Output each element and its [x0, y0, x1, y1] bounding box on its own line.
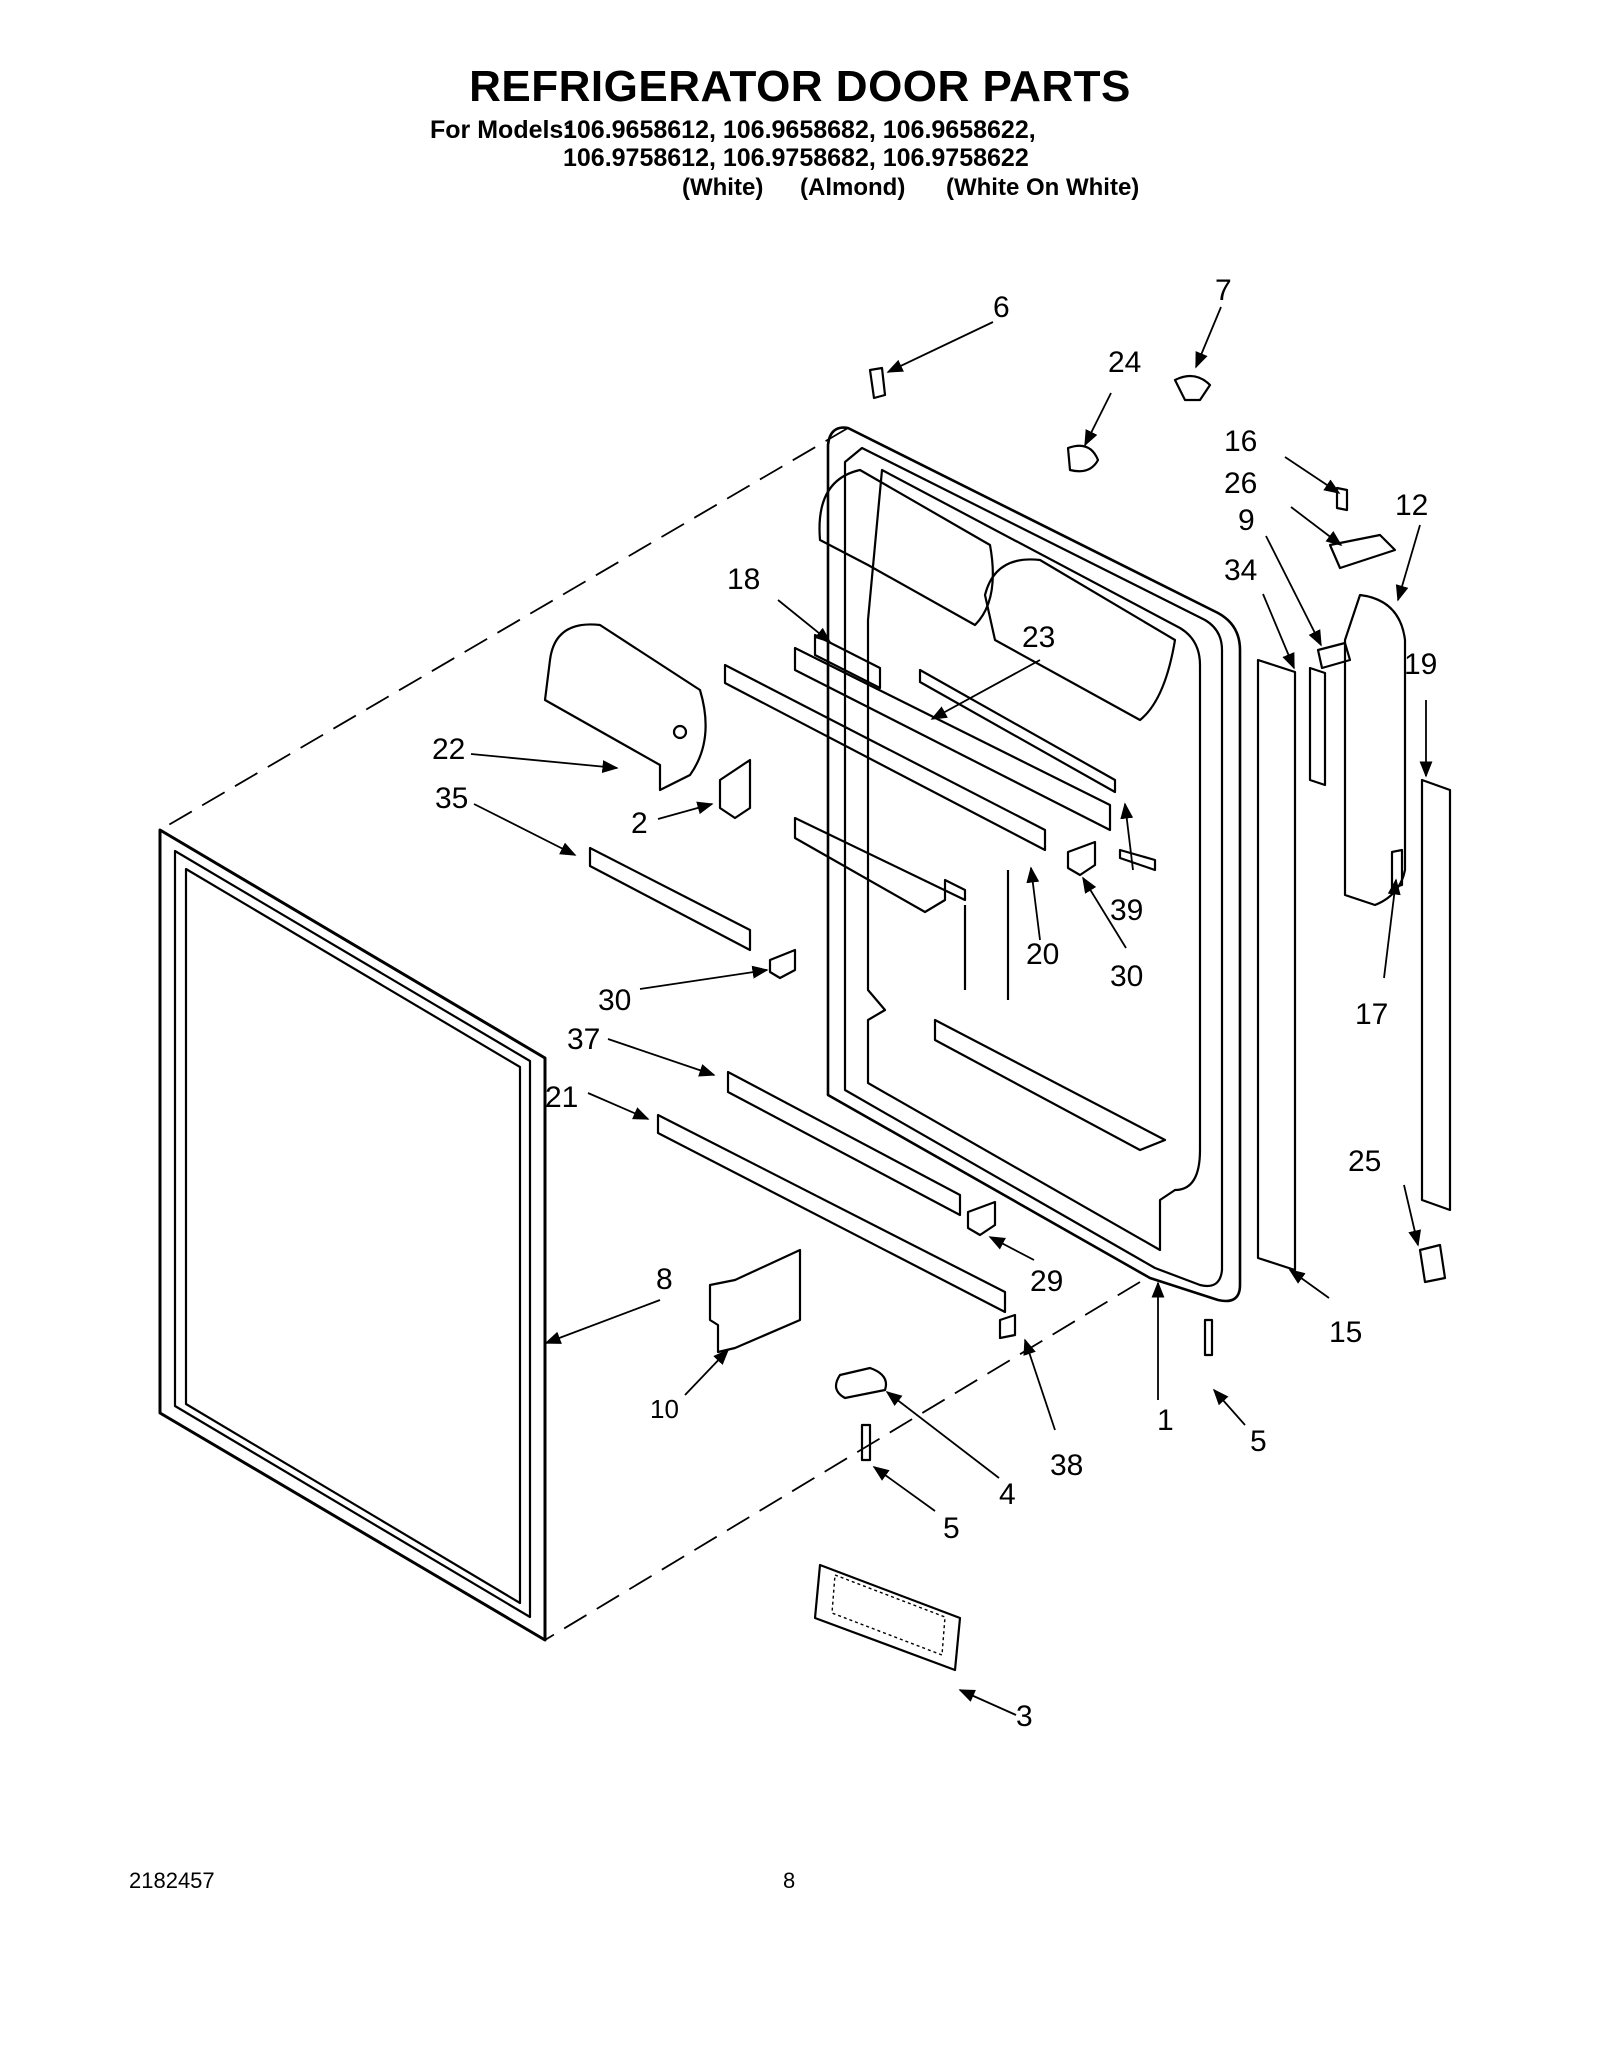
callout-15: 15 [1329, 1316, 1362, 1349]
page-number: 8 [783, 1868, 796, 1893]
end-cap-part-30b [1066, 840, 1097, 877]
stop-part-2 [718, 758, 752, 820]
models-line-2: 106.9758612, 106.9758682, 106.9758622 [563, 144, 1029, 172]
end-cap-part-38 [998, 1313, 1017, 1340]
screw-part-5b [860, 1423, 872, 1462]
callout-12: 12 [1395, 489, 1428, 522]
screw-part-5a [1203, 1318, 1214, 1357]
callout-9: 9 [1238, 504, 1255, 537]
callout-8: 8 [656, 1263, 673, 1296]
callout-6: 6 [993, 291, 1010, 324]
trim-part-23 [918, 668, 1117, 794]
callout-39: 39 [1110, 894, 1143, 927]
trim-part-15 [1256, 658, 1297, 1272]
callout-30-right: 30 [1110, 960, 1143, 993]
callout-24: 24 [1108, 346, 1141, 379]
callout-17: 17 [1355, 998, 1388, 1031]
pad-part-9 [1316, 641, 1352, 670]
shelf-bar-part-20 [723, 663, 1047, 852]
cover-part-22 [543, 623, 707, 792]
models-line-1: 106.9658612, 106.9658682, 106.9658622, [563, 116, 1036, 144]
door-liner-part-1 [793, 426, 1242, 1303]
shelf-bar-part-37 [726, 1070, 962, 1217]
callout-20: 20 [1026, 938, 1059, 971]
callout-7: 7 [1215, 274, 1232, 307]
hinge-part-4 [834, 1366, 888, 1400]
callout-21: 21 [545, 1081, 578, 1114]
callout-2: 2 [631, 807, 648, 840]
grille-part-3 [813, 1563, 962, 1672]
screw-part-6 [868, 366, 887, 400]
color-almond: (Almond) [800, 174, 906, 201]
hinge-bracket-part-26 [1328, 533, 1397, 570]
door-gasket-part-8 [158, 828, 547, 1642]
end-cap-part-29 [966, 1200, 997, 1237]
callout-4: 4 [999, 1478, 1016, 1511]
callout-3: 3 [1016, 1700, 1033, 1733]
page-title: REFRIGERATOR DOOR PARTS [469, 62, 1131, 111]
callout-25: 25 [1348, 1145, 1381, 1178]
strip-part-34 [1308, 666, 1327, 787]
shelf-bar-part-21 [656, 1113, 1007, 1314]
document-number: 2182457 [129, 1868, 215, 1893]
callout-35: 35 [435, 782, 468, 815]
plug-part-7 [1173, 374, 1212, 402]
trim-part-19 [1420, 778, 1452, 1212]
clip-part-25 [1418, 1243, 1447, 1284]
callout-37: 37 [567, 1023, 600, 1056]
callout-22: 22 [432, 733, 465, 766]
callout-16: 16 [1224, 425, 1257, 458]
bracket-part-10 [708, 1248, 802, 1354]
color-white: (White) [682, 174, 764, 201]
screw-part-17 [1390, 848, 1404, 890]
callout-1: 1 [1157, 1404, 1174, 1437]
tray-part-18 [813, 633, 882, 690]
models-label: For Models: [430, 116, 572, 144]
callout-5-right: 5 [1250, 1425, 1267, 1458]
end-cap-part-30a [768, 948, 797, 980]
callout-5-bottom: 5 [943, 1512, 960, 1545]
callout-34: 34 [1224, 554, 1257, 587]
callout-18: 18 [727, 563, 760, 596]
callout-23: 23 [1022, 621, 1055, 654]
callout-19: 19 [1404, 648, 1437, 681]
screw-part-16 [1335, 486, 1349, 512]
callout-10: 10 [650, 1394, 679, 1424]
callout-29: 29 [1030, 1265, 1063, 1298]
insert-part-24 [1066, 444, 1100, 473]
color-white-on-white: (White On White) [946, 174, 1140, 201]
callout-26: 26 [1224, 467, 1257, 500]
callout-30-left: 30 [598, 984, 631, 1017]
shelf-bar-part-35 [588, 846, 752, 952]
handle-part-12 [1343, 593, 1407, 907]
callout-38: 38 [1050, 1449, 1083, 1482]
